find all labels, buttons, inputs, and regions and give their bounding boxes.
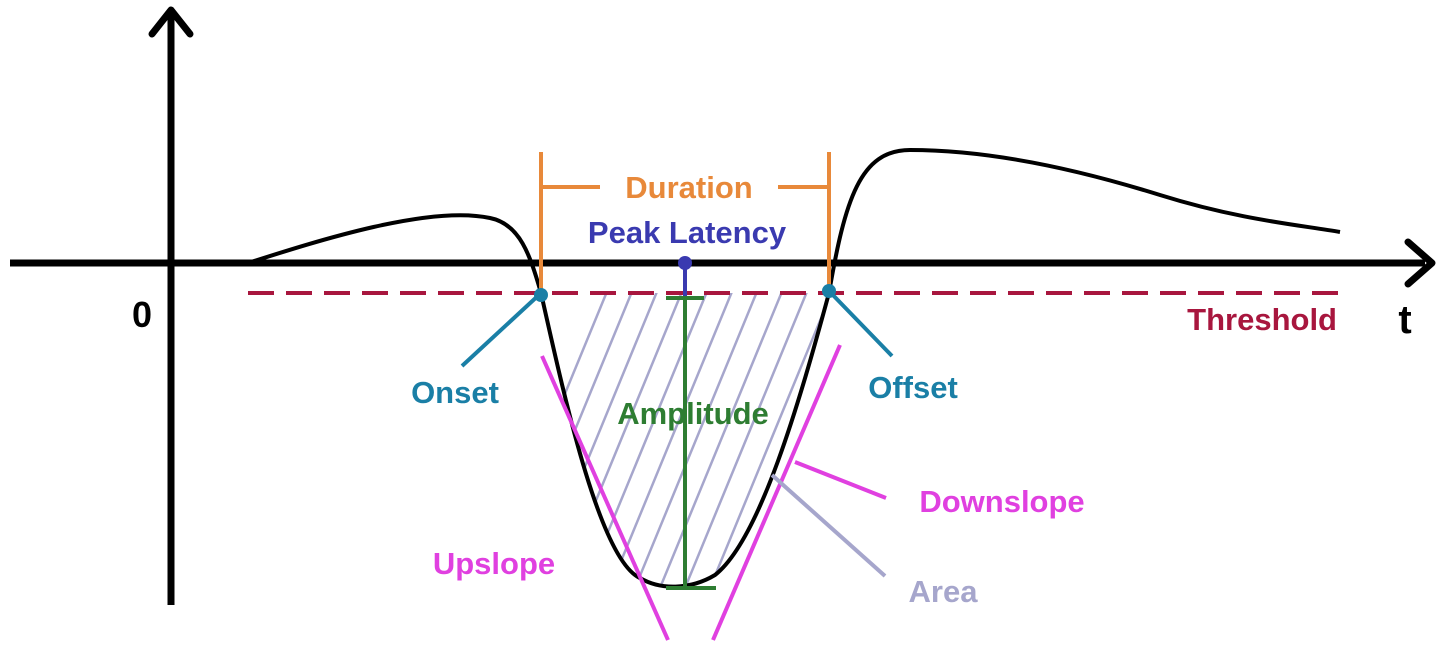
origin-label: 0 <box>132 294 152 335</box>
x-axis-arrowhead <box>1404 238 1436 288</box>
upslope-tangent <box>540 355 670 641</box>
duration-label: Duration <box>625 170 752 205</box>
peak-latency-dot <box>678 256 692 270</box>
offset-dot <box>822 284 836 298</box>
amplitude-label: Amplitude <box>617 396 769 431</box>
area-label: Area <box>909 574 979 609</box>
y-axis-arrowhead <box>148 6 194 38</box>
signal-curve <box>247 147 1341 589</box>
area-pointer <box>770 473 887 578</box>
peak-latency-label: Peak Latency <box>588 215 787 250</box>
downslope-tangent <box>711 344 842 641</box>
onset-label: Onset <box>411 375 499 410</box>
offset-pointer <box>827 289 894 358</box>
downslope-label: Downslope <box>919 484 1084 519</box>
duration-bracket <box>539 152 831 290</box>
offset-label: Offset <box>868 370 958 405</box>
onset-dot <box>534 288 548 302</box>
onset-pointer <box>460 291 543 368</box>
threshold-label: Threshold <box>1187 302 1337 337</box>
time-axis-label: t <box>1398 298 1411 342</box>
amplitude-bar <box>666 296 716 590</box>
downslope-pointer <box>794 460 887 500</box>
upslope-label: Upslope <box>433 546 555 581</box>
